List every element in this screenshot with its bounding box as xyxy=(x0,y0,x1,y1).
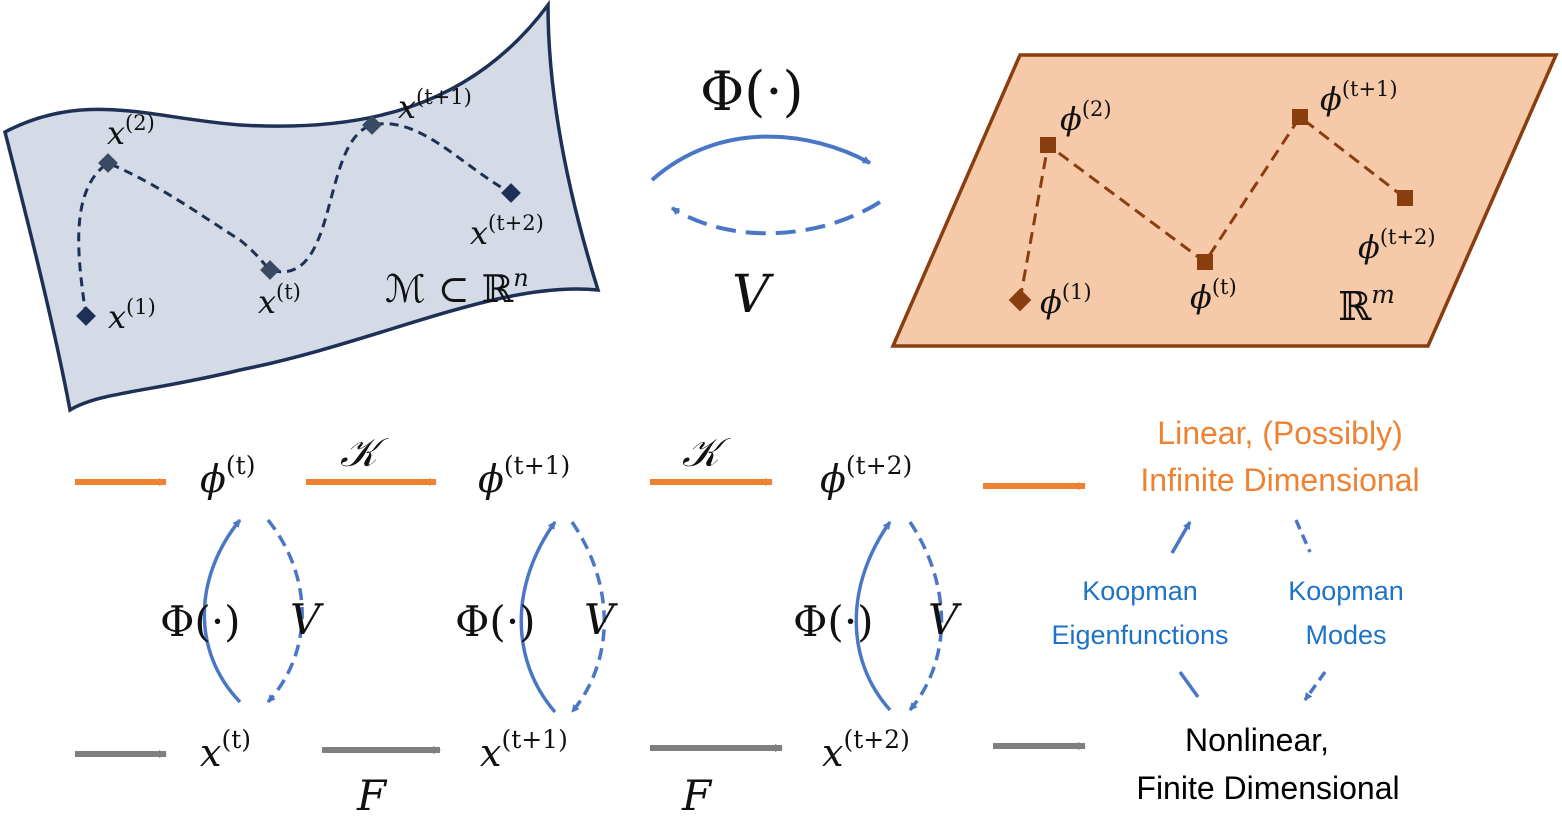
feature-point-p1 xyxy=(1008,288,1032,312)
koopman-eigenfunctions: Koopman Eigenfunctions xyxy=(1051,521,1229,699)
eigenfunctions-text-line2: Eigenfunctions xyxy=(1051,620,1228,650)
manifold-trajectory xyxy=(77,122,512,317)
feature-point-pt1 xyxy=(1292,109,1308,125)
vertical-loop-2: Φ(·) V xyxy=(455,520,618,714)
manifold-label-xt2: x(t+2) xyxy=(470,211,544,252)
inverse-arrow-3 xyxy=(908,521,944,712)
modes-arrow-head-part xyxy=(1294,519,1312,553)
manifold-point-x2 xyxy=(98,153,118,173)
nonlinear-text-line2: Finite Dimensional xyxy=(1136,770,1399,806)
koopman-operator-label-1: 𝒦 xyxy=(340,430,389,476)
dynamics-label-2: F xyxy=(681,771,713,820)
feature-space-plane xyxy=(890,53,1559,348)
lift-label-2: Φ(·) xyxy=(455,597,536,646)
inverse-label-2: V xyxy=(584,595,618,644)
feature-point-pt2 xyxy=(1397,190,1413,206)
manifold-surface xyxy=(2,0,601,413)
phi-node-t1: ϕ(t+1) xyxy=(478,451,570,501)
feature-label-pt2: ϕ(t+2) xyxy=(1358,225,1436,266)
eigenfunctions-text-line1: Koopman xyxy=(1082,576,1198,606)
feature-point-pt xyxy=(1197,254,1213,270)
linear-description: Linear, (Possibly) Infinite Dimensional xyxy=(1140,415,1419,498)
lift-arrow-2 xyxy=(519,520,557,714)
lift-arrow-1 xyxy=(202,518,242,704)
eigenfunctions-arrow xyxy=(1170,521,1192,554)
manifold-label-x1: x(1) xyxy=(108,295,156,336)
manifold-point-x1 xyxy=(76,306,96,326)
vertical-loop-3: Φ(·) V xyxy=(793,520,962,712)
feature-label-p2: ϕ(2) xyxy=(1060,97,1112,138)
feature-point-p2 xyxy=(1040,137,1056,153)
inverse-label-1: V xyxy=(290,595,324,644)
manifold-point-xt xyxy=(260,260,280,280)
manifold-label-xt1: x(t+1) xyxy=(398,85,472,126)
linear-text-line2: Infinite Dimensional xyxy=(1140,462,1419,498)
nonlinear-row: x(t) F x(t+1) F x(t+2) xyxy=(75,725,1086,820)
top-inverse-arrow xyxy=(670,200,882,236)
manifold-point-xt1 xyxy=(362,115,382,135)
koopman-operator-label-2: 𝒦 xyxy=(682,430,731,476)
x-node-t: x(t) xyxy=(200,725,251,775)
feature-label-pt: ϕ(t) xyxy=(1190,275,1237,316)
nonlinear-description: Nonlinear, Finite Dimensional xyxy=(1136,722,1399,806)
eigenfunctions-arrow-tail xyxy=(1178,670,1200,699)
inverse-arrow-1 xyxy=(266,518,304,704)
modes-text-line1: Koopman xyxy=(1288,576,1404,606)
x-node-t2: x(t+2) xyxy=(822,725,910,775)
top-inverse-label: V xyxy=(732,265,774,325)
manifold-space-label: ℳ ⊂ ℝn xyxy=(385,264,529,311)
top-lift-arrow xyxy=(650,134,871,182)
lift-label-1: Φ(·) xyxy=(160,597,241,646)
manifold-label-x2: x(2) xyxy=(107,111,155,152)
lift-arrow-3 xyxy=(854,520,892,712)
koopman-modes: Koopman Modes xyxy=(1288,519,1404,702)
inverse-arrow-2 xyxy=(570,521,606,714)
dynamics-label-1: F xyxy=(356,771,388,820)
feature-space-label: ℝm xyxy=(1338,280,1395,330)
manifold-panel: x(1) x(2) x(t) x(t+1) x(t+2) ℳ ⊂ ℝn xyxy=(2,0,601,413)
vertical-loop-1: Φ(·) V xyxy=(160,518,324,704)
phi-node-t: ϕ(t) xyxy=(200,451,255,501)
linear-text-line1: Linear, (Possibly) xyxy=(1157,415,1402,451)
top-lift-label: Φ(·) xyxy=(700,60,804,123)
phi-node-t2: ϕ(t+2) xyxy=(820,451,912,501)
x-node-t1: x(t+1) xyxy=(480,725,568,775)
top-mapping-arrows: Φ(·) V xyxy=(650,60,882,325)
modes-text-line2: Modes xyxy=(1305,620,1386,650)
manifold-label-xt: x(t) xyxy=(258,280,301,321)
lift-label-3: Φ(·) xyxy=(793,597,874,646)
feature-space-panel: ϕ(1) ϕ(2) ϕ(t) ϕ(t+1) ϕ(t+2) ℝm xyxy=(890,53,1559,348)
modes-arrow xyxy=(1303,670,1327,702)
feature-label-pt1: ϕ(t+1) xyxy=(1320,77,1398,118)
nonlinear-text-line1: Nonlinear, xyxy=(1185,722,1329,758)
linear-row: ϕ(t) 𝒦 ϕ(t+1) 𝒦 ϕ(t+2) xyxy=(75,430,1086,501)
inverse-label-3: V xyxy=(928,595,962,644)
feature-label-p1: ϕ(1) xyxy=(1040,280,1092,321)
